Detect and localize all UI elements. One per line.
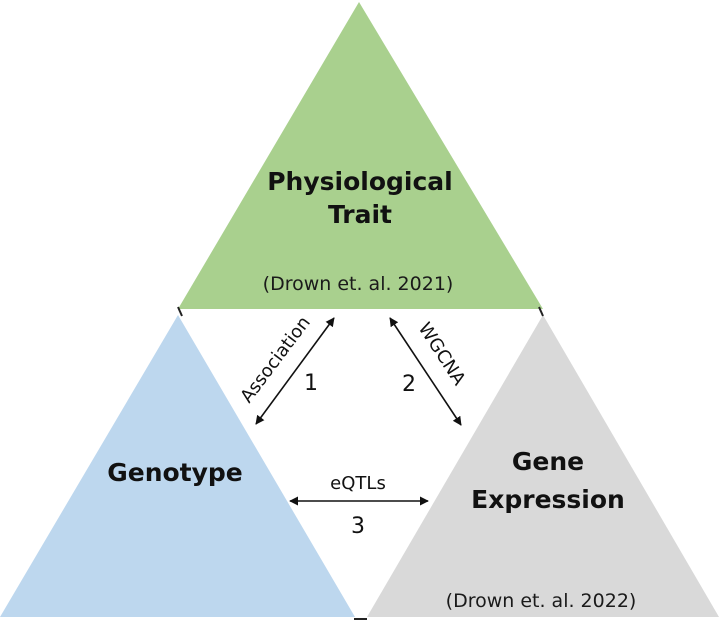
- expression-citation: (Drown et. al. 2022): [446, 590, 637, 612]
- association-arrow: [255, 317, 335, 425]
- physiological-trait-triangle: [178, 2, 543, 309]
- trait-citation: (Drown et. al. 2021): [263, 273, 454, 295]
- corner-tick-left: [177, 306, 183, 317]
- trait-title-line1: Physiological: [267, 167, 453, 196]
- genotype-triangle: [0, 315, 355, 617]
- wgcna-arrow: [389, 317, 462, 426]
- corner-tick-right: [538, 306, 544, 317]
- wgcna-number: 2: [402, 372, 416, 397]
- wgcna-label: WGCNA: [414, 319, 470, 390]
- genotype-title: Genotype: [107, 458, 243, 487]
- association-number: 1: [304, 371, 318, 396]
- expression-title-line2: Expression: [471, 485, 625, 514]
- eqtls-number: 3: [351, 514, 365, 539]
- trait-title-line2: Trait: [328, 200, 392, 229]
- gene-expression-triangle: [367, 315, 719, 617]
- eqtls-label: eQTLs: [330, 473, 386, 494]
- expression-title-line1: Gene: [512, 447, 584, 476]
